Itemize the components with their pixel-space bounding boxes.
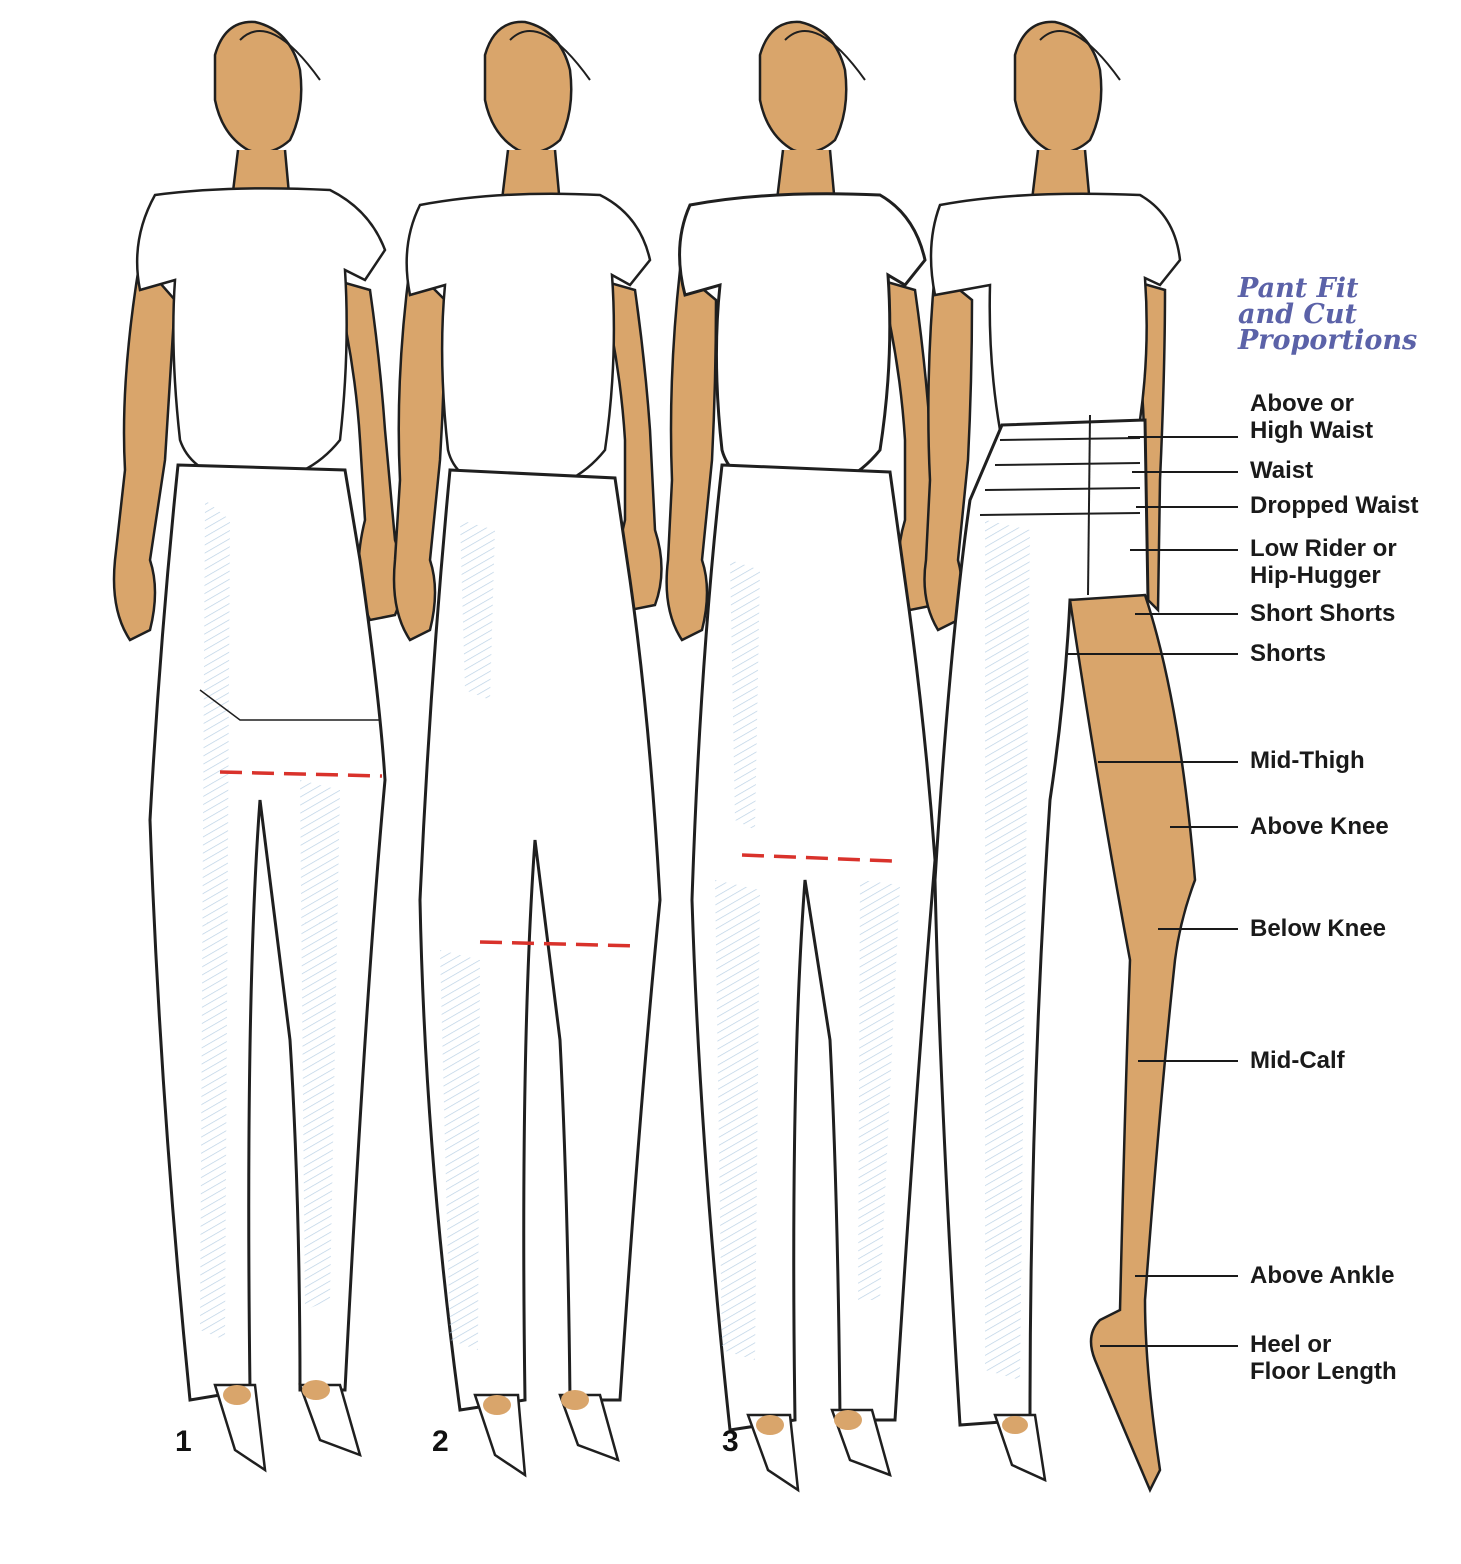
figure-2-head: [485, 22, 571, 153]
figure-2: [394, 22, 662, 1475]
label-dropped-waist: Dropped Waist: [1250, 492, 1418, 519]
figure-3-tshirt: [680, 194, 925, 492]
label-low-rider: Low Rider or Hip-Hugger: [1250, 535, 1397, 589]
figure-4-head: [1015, 22, 1101, 153]
figure-4-pants-half: [935, 420, 1148, 1425]
label-below-knee: Below Knee: [1250, 915, 1386, 942]
label-short-shorts: Short Shorts: [1250, 600, 1395, 627]
figure-1: [114, 22, 403, 1470]
title-line-3: Proportions: [1238, 328, 1448, 354]
figure-3-head: [760, 22, 846, 153]
figure-2-tshirt: [407, 194, 650, 492]
label-mid-thigh: Mid-Thigh: [1250, 747, 1365, 774]
label-above-ankle: Above Ankle: [1250, 1262, 1394, 1289]
figure-2-left-arm: [394, 265, 445, 640]
figure-number-3: 3: [722, 1425, 739, 1459]
figure-3: [667, 22, 942, 1490]
figure-4-bare-leg: [1070, 595, 1195, 1490]
figure-number-2: 2: [432, 1425, 449, 1459]
label-heel-floor: Heel or Floor Length: [1250, 1331, 1397, 1385]
figure-3-left-arm: [667, 270, 716, 640]
label-mid-calf: Mid-Calf: [1250, 1047, 1345, 1074]
figure-1-tshirt: [137, 188, 385, 481]
label-high-waist: Above or High Waist: [1250, 390, 1373, 444]
figure-number-1: 1: [175, 1425, 192, 1459]
figure-1-head: [215, 22, 301, 153]
label-shorts: Shorts: [1250, 640, 1326, 667]
figure-1-pants: [150, 465, 385, 1400]
diagram-title: Pant Fit and Cut Proportions: [1238, 276, 1448, 354]
label-above-knee: Above Knee: [1250, 813, 1389, 840]
label-waist: Waist: [1250, 457, 1313, 484]
figure-4: [925, 22, 1196, 1490]
